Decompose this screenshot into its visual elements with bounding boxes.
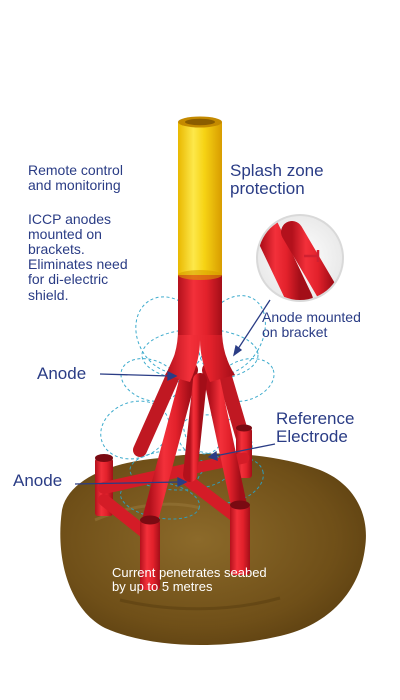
iccp-anodes-line-3: brackets. <box>28 241 85 258</box>
reference-electrode-line-2: Electrode <box>276 427 348 447</box>
reference-electrode-line-1: Reference <box>276 409 355 428</box>
anode-bracket-line-2: on bracket <box>262 324 328 341</box>
iccp-anodes-line-2: mounted on <box>28 226 102 243</box>
iccp-anodes-line-6: shield. <box>28 286 69 303</box>
anode-detail-inset <box>256 214 344 302</box>
anode-bracket-label: Anode mounted on bracket <box>262 309 361 341</box>
seabed-line-1: Current penetrates seabed <box>112 565 267 580</box>
remote-control-label: Remote control and monitoring <box>28 162 123 194</box>
iccp-anodes-label: ICCP anodes mounted on brackets. Elimina… <box>28 211 128 303</box>
leader-lines <box>74 299 276 488</box>
anode-bracket-line-1: Anode mounted <box>262 309 361 325</box>
iccp-anodes-line-1: ICCP anodes <box>28 211 112 227</box>
seabed-label: Current penetrates seabed by up to 5 met… <box>112 565 267 595</box>
iccp-anodes-line-4: Eliminates need <box>28 256 128 273</box>
seabed-line-2: by up to 5 metres <box>112 579 213 595</box>
splash-zone-label: Splash zone protection <box>230 161 324 199</box>
remote-control-line-1: Remote control <box>28 162 123 178</box>
anode-lower-label: Anode <box>13 471 63 490</box>
anode-upper-label: Anode <box>37 364 87 383</box>
remote-control-line-2: and monitoring <box>28 177 121 194</box>
iccp-anodes-line-5: for di-electric <box>28 271 109 288</box>
cathodic-protection-jacket <box>95 116 252 590</box>
splash-zone-line-1: Splash zone <box>230 161 324 180</box>
splash-zone-line-2: protection <box>230 179 305 199</box>
reference-electrode-label: Reference Electrode <box>276 409 355 447</box>
